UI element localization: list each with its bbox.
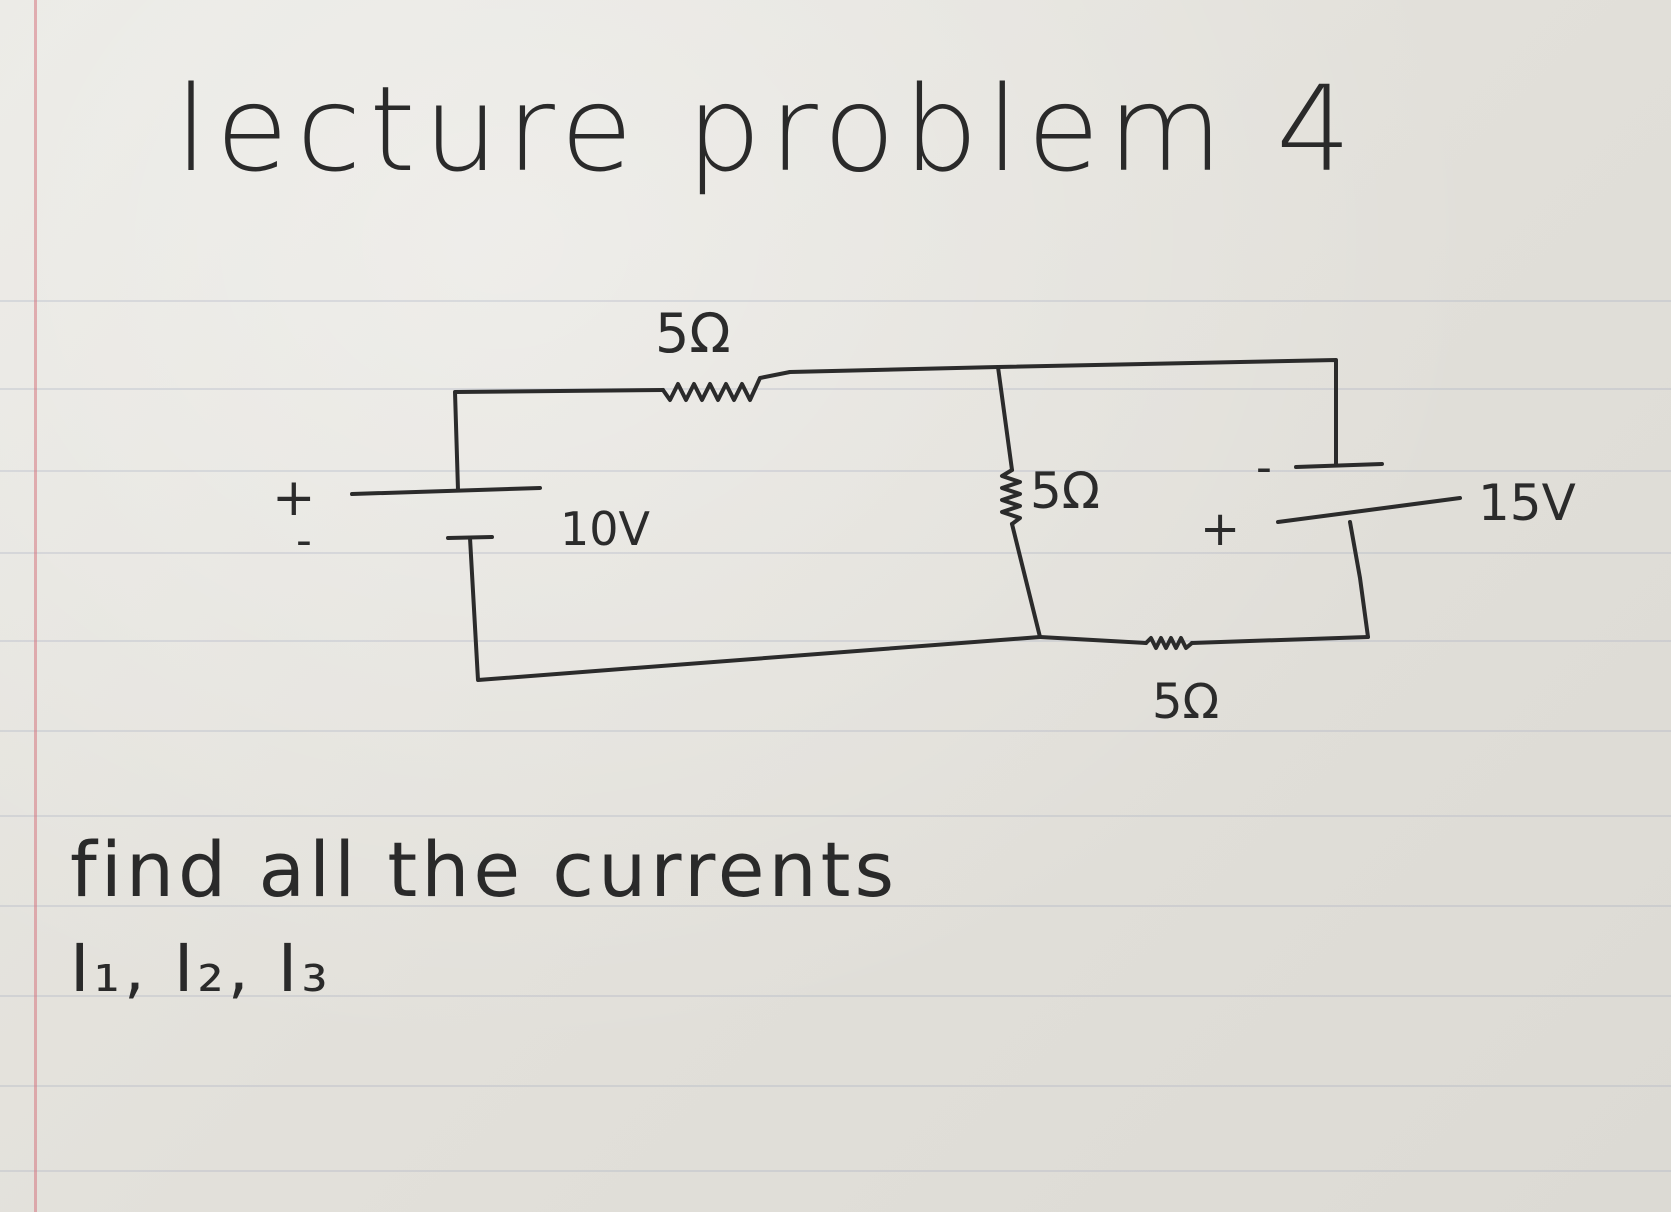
- right-battery-long-plate: [1276, 496, 1462, 524]
- wire-bottom-right-b: [1190, 635, 1370, 645]
- right-source-plus: +: [1200, 501, 1240, 557]
- top-resistor: [661, 370, 792, 402]
- wire-middle-lower: [1010, 522, 1042, 639]
- right-battery-short-plate: [1294, 462, 1384, 469]
- ruled-line: [0, 640, 1671, 642]
- ruled-line: [0, 815, 1671, 817]
- middle-resistor-label: 5Ω: [1030, 462, 1100, 520]
- ruled-line: [0, 552, 1671, 554]
- middle-resistor: [1000, 468, 1022, 526]
- ruled-line: [0, 730, 1671, 732]
- wire-top-left: [453, 388, 665, 492]
- ruled-line: [0, 300, 1671, 302]
- left-source-label: 10V: [560, 502, 651, 556]
- current-labels: I₁, I₂, I₃: [70, 930, 332, 1007]
- left-source-minus: -: [296, 515, 312, 566]
- ruled-line: [0, 1170, 1671, 1172]
- ruled-line: [0, 470, 1671, 472]
- wire-middle-upper: [996, 365, 1014, 472]
- ruled-line: [0, 995, 1671, 997]
- right-source-label: 15V: [1478, 474, 1576, 532]
- bottom-resistor-label: 5Ω: [1152, 674, 1219, 730]
- margin-line: [34, 0, 37, 1212]
- top-resistor-label: 5Ω: [655, 302, 731, 365]
- wire-bottom-left: [468, 536, 1042, 682]
- bottom-resistor: [1144, 636, 1194, 650]
- left-battery-long-plate: [350, 486, 542, 496]
- ruled-line: [0, 1085, 1671, 1087]
- ruled-line: [0, 905, 1671, 907]
- right-source-minus: -: [1256, 442, 1272, 493]
- wire-bottom-right-a: [1038, 635, 1148, 645]
- page-title: lecture problem 4: [175, 60, 1360, 198]
- ruled-line: [0, 388, 1671, 390]
- wire-top: [788, 358, 1338, 467]
- wire-right: [1348, 520, 1370, 639]
- left-source-plus: +: [272, 468, 316, 528]
- question-text: find all the currents: [70, 825, 899, 914]
